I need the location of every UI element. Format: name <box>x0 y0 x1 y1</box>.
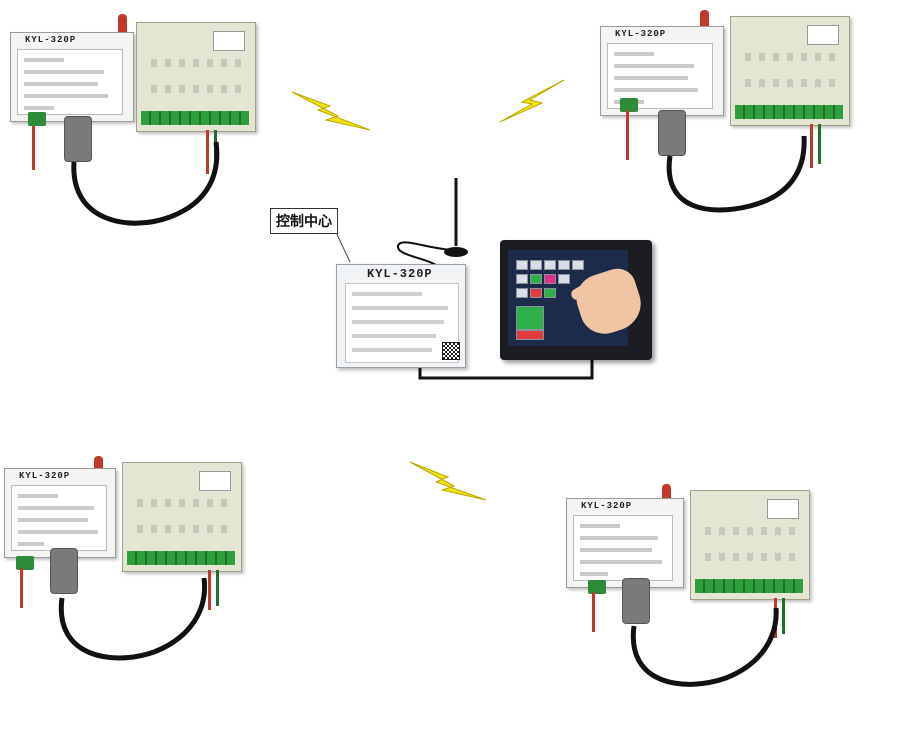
center-radio-spec-label <box>345 283 459 363</box>
control-center-label: 控制中心 <box>270 208 338 234</box>
lightning-bolt-icon <box>500 80 564 122</box>
center-radio-model: KYL-320P <box>367 267 433 281</box>
field-node-bottom-right: KYL-320P <box>566 480 836 700</box>
lightning-bolt-icon <box>292 92 370 130</box>
qr-code-icon <box>442 342 460 360</box>
field-node-top-right: KYL-320P <box>600 10 870 230</box>
serial-cable <box>566 480 836 710</box>
center-radio-module: KYL-320P <box>336 264 466 368</box>
field-node-top-left: KYL-320P <box>10 12 280 232</box>
lightning-bolt-icon <box>410 462 486 500</box>
serial-cable <box>4 452 274 682</box>
serial-cable <box>10 12 280 242</box>
serial-cable <box>600 10 870 240</box>
touch-screen-hmi-icon <box>500 240 652 360</box>
field-node-bottom-left: KYL-320P <box>4 452 274 672</box>
antenna-icon <box>398 178 468 274</box>
